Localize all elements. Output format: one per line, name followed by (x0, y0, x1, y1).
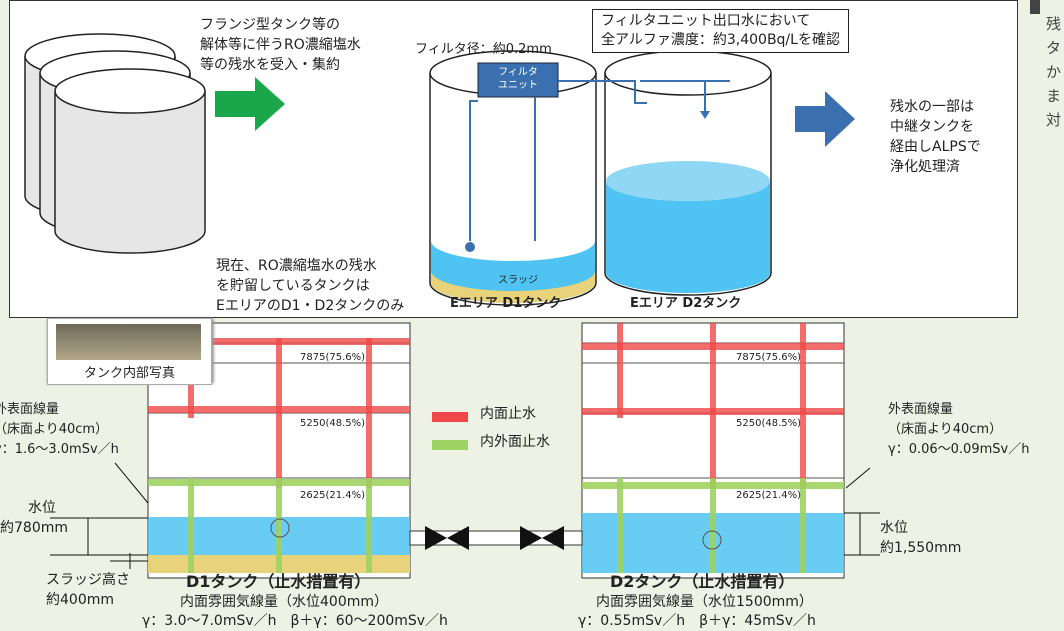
d1-sludge-height: スラッジ高さ 約400mm (46, 572, 130, 608)
d2-tank-label: Eエリア D2タンク (630, 296, 742, 311)
tank-photo-frame: タンク内部写真 (47, 318, 212, 385)
right-margin-text: 残 タ か ま 対 (1046, 15, 1062, 129)
filter-unit-icon (477, 62, 559, 98)
d2-level-5250: 5250(48.5%) (736, 418, 802, 429)
d1-level-2625: 2625(21.4%) (300, 490, 366, 501)
outlet-callout: フィルタユニット出口水において 全アルファ濃度：約3,400Bq/Lを確認 (592, 9, 849, 53)
d1-atmos-values: γ：3.0～7.0mSv／h β＋γ：60～200mSv／h (142, 613, 448, 629)
d2-water-level-label: 水位 (880, 520, 908, 536)
flange-tanks-icon (24, 33, 206, 254)
d2-tank-top-icon (604, 50, 772, 296)
d1-surface-dose: 外表面線量 （床面より40cm） γ：1.6～3.0mSv／h (0, 402, 119, 457)
blue-arrow-icon (795, 91, 855, 147)
tank-schematics (50, 322, 880, 579)
intake-text: フランジ型タンク等の 解体等に伴うRO濃縮塩水 等の残水を受入・集約 (200, 17, 361, 73)
legend-inner-outer-label: 内外面止水 (480, 434, 550, 450)
d2-atmos-title: 内面雰囲気線量（水位1500mm） (596, 594, 813, 610)
d2-atmos-values: γ：0.55mSv／h β＋γ：45mSv／h (578, 613, 816, 629)
filter-unit-label: フィルタ ユニット (498, 67, 538, 91)
top-panel: フランジ型タンク等の 解体等に伴うRO濃縮塩水 等の残水を受入・集約 現在、RO… (9, 0, 1018, 318)
d2-level-7875: 7875(75.6%) (736, 352, 802, 363)
photo-caption: タンク内部写真 (83, 366, 175, 381)
d2-level-2625: 2625(21.4%) (736, 490, 802, 501)
legend-inner-label: 内面止水 (480, 406, 536, 422)
tank-photo (56, 324, 201, 360)
bullet-mark (1030, 0, 1040, 14)
valve-icon (520, 526, 542, 550)
current-text: 現在、RO濃縮塩水の残水 を貯留しているタンクは EエリアのD1・D2タンクのみ (216, 258, 405, 314)
d1-tank-label: Eエリア D1タンク (450, 296, 562, 311)
d2-surface-dose: 外表面線量 （床面より40cm） γ：0.06～0.09mSv／h (888, 402, 1030, 457)
d2-tank-schematic (581, 322, 845, 579)
d1-level-7875: 7875(75.6%) (300, 352, 366, 363)
residual-text: 残水の一部は 中継タンクを 経由しALPSで 浄化処理済 (890, 99, 981, 175)
connecting-pipe (409, 526, 583, 550)
d2-title: D2タンク（止水措置有） (610, 572, 795, 591)
d1-level-5250: 5250(48.5%) (300, 418, 366, 429)
d1-water-level-label: 水位 (28, 500, 56, 516)
valve-icon (425, 526, 447, 550)
d2-water-level-value: 約1,550mm (880, 540, 962, 556)
d1-water-level-value: 約780mm (0, 520, 68, 536)
legend-inner-outer-swatch (432, 440, 468, 450)
d1-title: D1タンク（止水措置有） (186, 572, 371, 591)
green-arrow-icon (215, 77, 285, 131)
d1-atmos-title: 内面雰囲気線量（水位400mm） (180, 594, 388, 610)
legend-inner-swatch (432, 412, 468, 422)
filter-diameter: フィルタ径：約0.2mm (415, 42, 552, 57)
d1-tank-schematic (147, 322, 411, 579)
top-diagram (24, 33, 855, 306)
sludge-label: スラッジ (498, 275, 538, 286)
